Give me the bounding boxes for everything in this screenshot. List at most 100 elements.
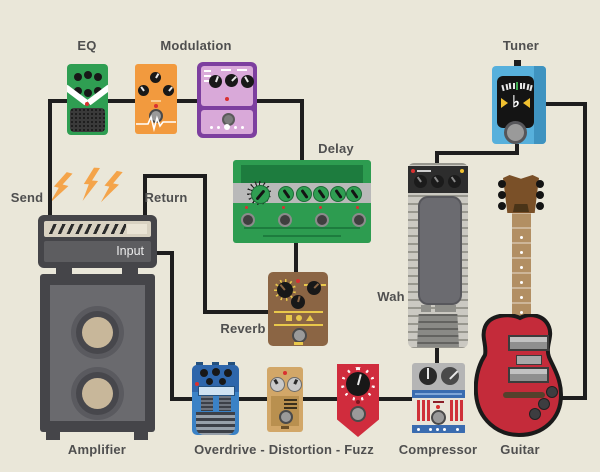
- flag-stripe: [450, 400, 453, 421]
- knob: [150, 72, 161, 83]
- wah-pedal: [408, 163, 468, 348]
- knob-strip: [233, 181, 371, 205]
- wah-heel-section: [417, 314, 459, 347]
- label-guitar: Guitar: [500, 442, 540, 457]
- tuning-tick-center: [516, 82, 518, 90]
- footswitch-pad: [201, 396, 213, 411]
- panel-mark: [435, 305, 456, 312]
- indicator-dot: [217, 126, 220, 129]
- flag-stripe: [427, 400, 430, 421]
- amp-lower-panel: Input: [44, 241, 151, 262]
- tab: [212, 362, 219, 365]
- panel-line: [263, 235, 341, 237]
- star-dot: [436, 427, 439, 431]
- tuning-peg: [536, 202, 544, 210]
- cable-wah-to-compressor: [435, 344, 439, 368]
- footswitch: [279, 410, 293, 424]
- knob: [206, 378, 213, 385]
- led: [195, 382, 199, 386]
- indicator-dot: [224, 124, 230, 130]
- knob: [251, 185, 270, 204]
- footswitch: [278, 213, 292, 227]
- tuning-tick: [519, 82, 522, 89]
- led: [319, 206, 322, 209]
- cable-tuner-out: [515, 140, 519, 155]
- tuner-screen: ♭: [497, 76, 534, 128]
- led: [154, 104, 158, 108]
- guitar-knob: [529, 408, 541, 420]
- fret-marker: [520, 236, 523, 239]
- guitar-neck: [512, 212, 531, 322]
- knob: [307, 281, 321, 295]
- footswitch: [431, 410, 446, 425]
- led: [85, 102, 89, 106]
- pedal-heel: [196, 412, 235, 435]
- label-modulation: Modulation: [160, 38, 232, 53]
- panel-mark: [433, 401, 444, 403]
- cable-send-vertical: [48, 99, 52, 217]
- tab: [228, 362, 235, 365]
- indicator-dot: [234, 126, 237, 129]
- display-panel: [241, 165, 363, 183]
- knob: [74, 87, 82, 95]
- label-eq: EQ: [77, 38, 97, 53]
- circle-icon: [296, 315, 302, 321]
- led: [296, 279, 300, 283]
- led: [436, 405, 440, 409]
- fret-marker: [520, 251, 523, 254]
- tuning-tick: [522, 82, 526, 90]
- amplifier-head: Input: [38, 215, 157, 268]
- star-dot: [429, 427, 432, 431]
- pedal-top-panel: [201, 66, 254, 106]
- led: [356, 400, 360, 404]
- indicator-dot: [210, 126, 213, 129]
- panel-mark: [421, 305, 431, 312]
- footswitch: [292, 328, 307, 343]
- knob: [296, 186, 312, 202]
- cab-foot: [134, 432, 148, 440]
- knob: [224, 369, 232, 377]
- pedal-nameplate: [198, 386, 235, 396]
- footswitch: [352, 213, 366, 227]
- fret-marker: [520, 266, 523, 269]
- footswitch: [504, 121, 527, 144]
- panel-mark: [151, 100, 161, 102]
- fret-marker: [520, 311, 523, 314]
- lightning-bolts-icon: [52, 167, 123, 203]
- led: [225, 97, 229, 101]
- label-reverb: Reverb: [220, 321, 266, 336]
- cable-guitar-to-tuner: [542, 102, 587, 106]
- cable-delay-to-reverb: [294, 241, 298, 275]
- pedal-lower-panel: [271, 396, 299, 426]
- guitar-pickup: [508, 367, 549, 383]
- compressor-pedal: [412, 363, 465, 435]
- amp-badge: [127, 224, 147, 234]
- knob: [84, 89, 92, 97]
- knob: [225, 74, 238, 87]
- knob: [241, 75, 254, 88]
- vent-lines: [284, 399, 297, 409]
- indicator-dot: [241, 126, 244, 129]
- tuning-tick: [529, 84, 533, 92]
- tuning-peg: [498, 180, 506, 188]
- knob: [209, 75, 222, 88]
- cable-return-horizontal: [143, 174, 207, 178]
- led: [245, 206, 248, 209]
- cable-delay-input: [300, 99, 304, 163]
- triangle-icon: [306, 315, 314, 321]
- knob: [163, 85, 174, 96]
- knob: [330, 186, 346, 202]
- label-compressor: Compressor: [398, 442, 478, 457]
- tuning-tick: [508, 82, 512, 90]
- footswitch: [241, 213, 255, 227]
- label-tuner: Tuner: [502, 38, 540, 53]
- wah-treadle: [418, 196, 462, 305]
- knob: [270, 377, 285, 392]
- tuning-peg: [498, 191, 506, 199]
- cable-tuner-to-wah: [435, 151, 519, 155]
- speaker-cone: [82, 378, 113, 409]
- tuner-pedal: ♭: [492, 66, 546, 144]
- knob: [74, 73, 82, 81]
- flag-stripe: [422, 400, 425, 421]
- tuning-tick: [504, 83, 509, 91]
